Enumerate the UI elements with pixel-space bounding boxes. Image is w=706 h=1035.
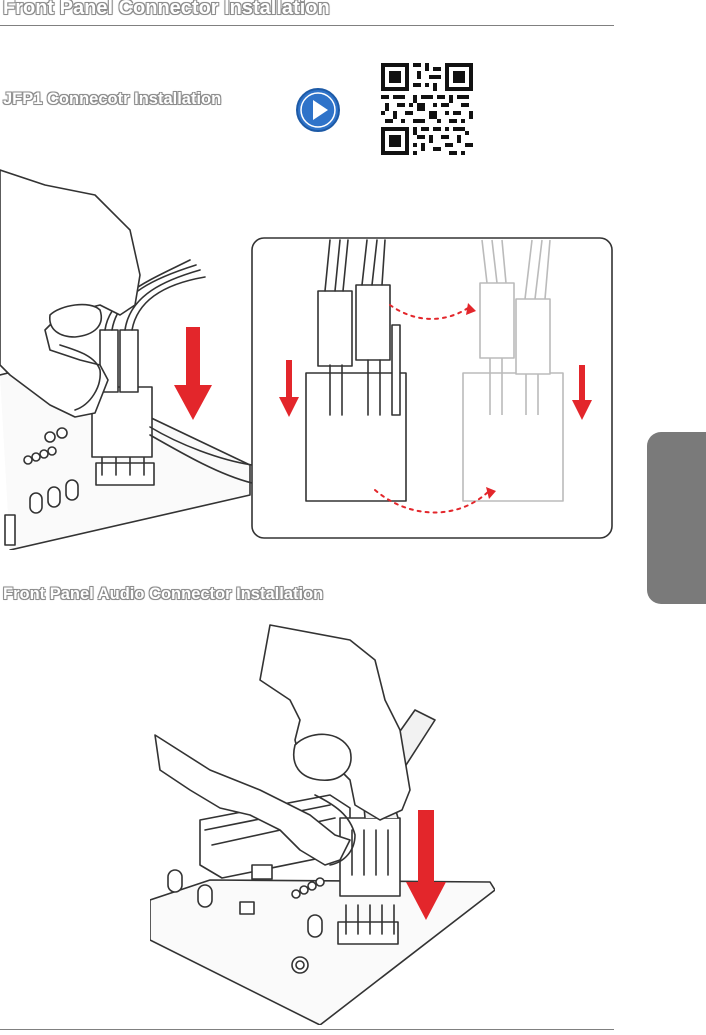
page-title: Front Panel Connector Installation [3,0,330,19]
qr-code[interactable] [381,63,473,155]
jfp1-installation-illustration [0,169,613,550]
section-title-jfp1: JFP1 Connecotr Installation [3,90,222,108]
bottom-divider [0,1029,614,1030]
play-button-icon[interactable] [295,87,341,133]
side-tab [647,432,706,604]
top-divider [0,25,614,26]
section-title-audio: Front Panel Audio Connector Installation [3,585,324,603]
audio-installation-illustration [150,624,495,1025]
